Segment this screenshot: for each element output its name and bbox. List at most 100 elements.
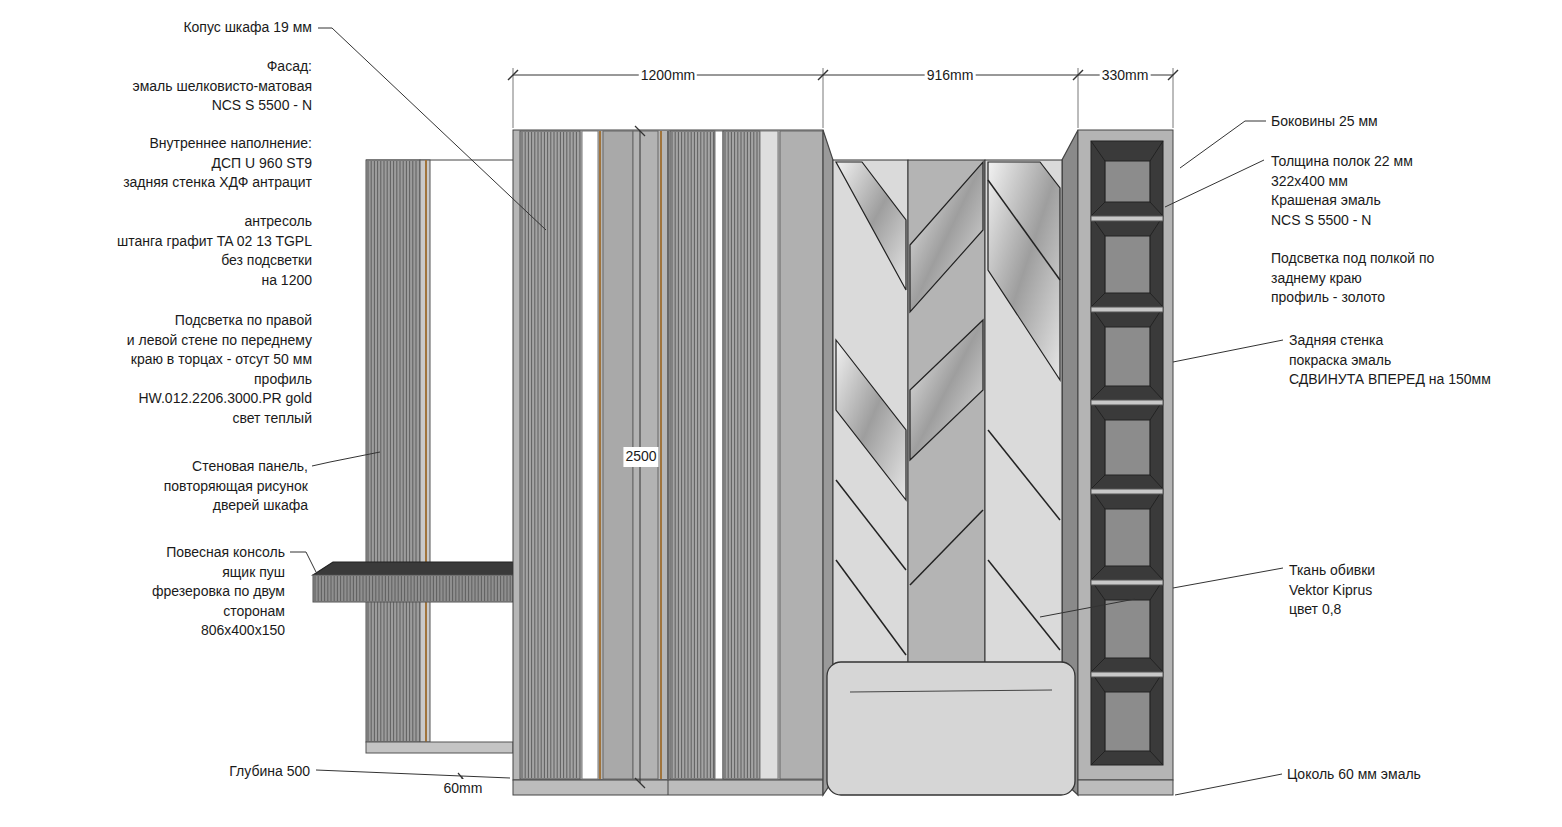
flute-line	[691, 132, 692, 778]
shelf-perspective	[1091, 202, 1105, 216]
flute-line	[694, 132, 695, 778]
flute-line	[484, 576, 485, 601]
flute-line	[534, 132, 535, 778]
mirror-strip	[836, 340, 906, 500]
flute-line	[414, 576, 415, 601]
leader-line	[318, 28, 546, 230]
leader-line	[1040, 599, 1135, 617]
wall-panel-strip	[420, 160, 430, 742]
flute-line	[363, 576, 364, 601]
flute-line	[491, 576, 492, 601]
shelf-perspective	[1150, 658, 1163, 672]
shelf-perspective	[1091, 751, 1105, 765]
flute-line	[576, 132, 577, 778]
flute-line	[420, 576, 421, 601]
flute-line	[725, 132, 726, 778]
dimension-line	[513, 75, 1173, 76]
panel-groove	[910, 510, 983, 585]
fluted-panel	[670, 131, 715, 779]
flute-line	[494, 576, 495, 601]
flute-line	[704, 132, 705, 778]
annotation-note: Цоколь 60 мм эмаль	[1287, 765, 1421, 785]
flute-line	[478, 576, 479, 601]
dimension-label: 1200mm	[639, 66, 697, 86]
flute-line	[374, 161, 375, 741]
flute-line	[390, 161, 391, 741]
dimension-label: 2500	[623, 447, 658, 467]
shelf-back	[1105, 236, 1150, 293]
annotation-note: антресоль штанга графит TA 02 13 TGPL бе…	[117, 212, 312, 290]
fluted-panel	[313, 575, 513, 602]
shelf-board	[1091, 216, 1163, 221]
shelf-perspective	[1091, 386, 1105, 400]
flute-line	[315, 576, 316, 601]
flute-line	[439, 576, 440, 601]
flute-line	[359, 576, 360, 601]
flute-line	[327, 576, 328, 601]
flute-line	[449, 576, 450, 601]
flute-line	[377, 161, 378, 741]
flute-line	[750, 132, 751, 778]
flute-line	[737, 132, 738, 778]
flute-line	[371, 161, 372, 741]
leader-line	[312, 452, 380, 466]
flute-line	[430, 576, 431, 601]
flute-line	[471, 576, 472, 601]
dimension-label: 330mm	[1100, 66, 1151, 86]
flute-line	[560, 132, 561, 778]
mirror-strip	[910, 320, 983, 460]
extension-line	[1078, 68, 1079, 128]
flute-line	[375, 576, 376, 601]
flute-line	[343, 576, 344, 601]
flute-line	[688, 132, 689, 778]
shelf-board	[1091, 400, 1163, 405]
console-top	[313, 562, 513, 575]
fluted-panel	[366, 160, 420, 742]
flute-line	[391, 576, 392, 601]
door-panel	[780, 131, 823, 779]
flute-line	[528, 132, 529, 778]
panel-groove	[836, 560, 906, 655]
flute-line	[681, 132, 682, 778]
flute-line	[385, 576, 386, 601]
gold-light-profile	[599, 131, 601, 779]
annotation-note: Фасад: эмаль шелковисто-матовая NCS S 55…	[133, 57, 312, 116]
flute-line	[462, 576, 463, 601]
flute-line	[403, 161, 404, 741]
flute-line	[475, 576, 476, 601]
shelf-perspective	[1091, 141, 1105, 161]
leader-line	[1165, 160, 1264, 207]
wardrobe-body	[513, 130, 823, 780]
shelf-perspective	[1091, 658, 1105, 672]
flute-line	[384, 161, 385, 741]
upholstered-panel	[908, 160, 985, 665]
flute-line	[334, 576, 335, 601]
flute-line	[372, 576, 373, 601]
shelf-perspective	[1150, 141, 1163, 161]
door-joint	[667, 131, 668, 779]
flute-line	[387, 161, 388, 741]
annotation-note: Копус шкафа 19 мм	[183, 18, 312, 38]
shelf-board	[1091, 672, 1163, 677]
shelf-perspective	[1091, 475, 1105, 489]
flute-line	[497, 576, 498, 601]
flute-line	[324, 576, 325, 601]
flute-line	[531, 132, 532, 778]
flute-line	[369, 576, 370, 601]
flute-line	[672, 132, 673, 778]
shelf-perspective	[1150, 293, 1163, 307]
flute-line	[404, 576, 405, 601]
gold-light-profile	[425, 160, 427, 742]
flute-line	[563, 132, 564, 778]
shelf-back	[1105, 327, 1150, 386]
flute-line	[525, 132, 526, 778]
flute-line	[538, 132, 539, 778]
shelf-unit-body	[1078, 130, 1173, 780]
flute-line	[554, 132, 555, 778]
dimension-tick	[635, 778, 645, 788]
flute-line	[522, 132, 523, 778]
mirror-strip	[836, 162, 906, 290]
shelf-back	[1105, 161, 1150, 202]
fluted-panel	[723, 131, 760, 779]
